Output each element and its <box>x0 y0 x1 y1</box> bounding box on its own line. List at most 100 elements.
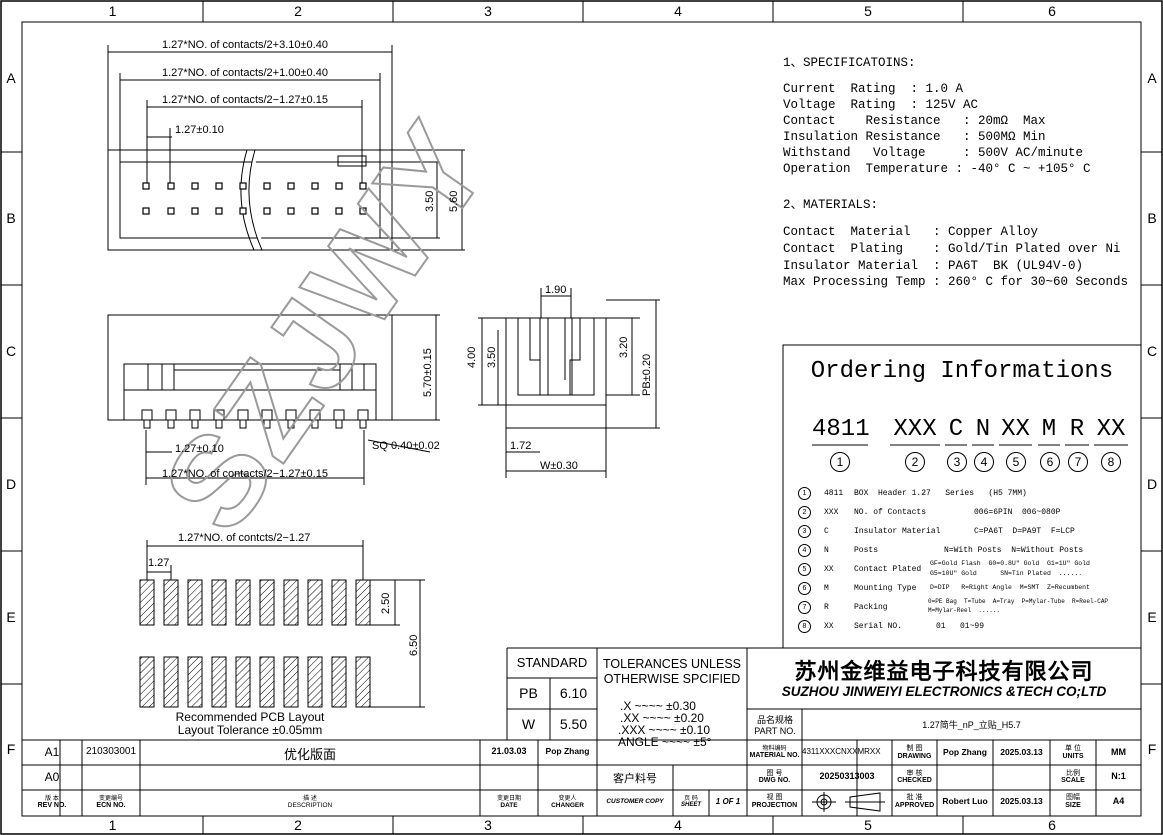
dim-top-h1: 3.50 <box>424 190 436 212</box>
drawing-label: DRAWING <box>897 753 932 760</box>
order-row-code: N <box>824 546 829 555</box>
grid-row-b-right: B <box>1147 210 1157 226</box>
units-label-cn: 单 位 <box>1065 745 1081 752</box>
changer-header: CHANGER <box>551 802 584 809</box>
order-code: C <box>948 416 964 443</box>
desc-header: DESCRIPTION <box>287 802 333 809</box>
order-row-desc: GF=Gold Flash G0=0.8U" Gold G1=1U" Gold <box>930 560 1090 567</box>
grid-row-d-right: D <box>1146 476 1158 492</box>
dim-top-h2: 5.60 <box>448 190 460 212</box>
grid-col-5-bottom: 5 <box>864 817 872 833</box>
grid-row-e-right: E <box>1147 609 1157 625</box>
tolerance-title-2: OTHERWISE SPCIFIED <box>603 672 741 686</box>
order-row-name: Insulator Material <box>854 527 941 536</box>
order-row-name: Mounting Type <box>854 584 917 593</box>
grid-col-1: 1 <box>108 3 117 19</box>
order-row-desc: 0=PE Bag T=Tube A=Tray P=Mylar-Tube R=Re… <box>928 598 1109 605</box>
approved-label: APPROVED <box>894 802 935 809</box>
rev-desc: 优化版面 <box>283 747 336 762</box>
order-row-name: Posts <box>854 546 879 555</box>
dwg-label-cn: 图 号 <box>766 770 783 777</box>
dim-top-inner: 1.27*NO. of contacts/2+1.00±0.40 <box>162 67 328 79</box>
spec-title-2: 2、MATERIALS: <box>783 198 879 212</box>
order-row-code: M <box>824 584 829 593</box>
order-num: 5 <box>1006 452 1026 472</box>
tolerance-line: .X ~~~~ ±0.30 <box>620 699 696 713</box>
order-row-code: XX <box>824 622 834 631</box>
customer-copy-label: CUSTOMER COPY <box>606 798 664 805</box>
approved-label-cn: 批 准 <box>906 794 923 801</box>
order-row-name: NO. of Contacts <box>854 508 927 517</box>
order-row-name: Serial NO. <box>854 622 903 631</box>
dim-front-pitch: 1.27±0.10 <box>175 443 224 455</box>
order-num: 1 <box>830 452 850 472</box>
size-label: SIZE <box>1065 802 1081 809</box>
grid-col-2-bottom: 2 <box>294 817 302 833</box>
tolerance-line: .XXX ~~~~ ±0.10 <box>618 723 710 737</box>
rev-no: A0 <box>44 770 60 784</box>
grid-row-a-right: A <box>1147 70 1157 86</box>
approved-date: 2025.03.13 <box>1000 796 1043 806</box>
checked-label-cn: 审 核 <box>906 770 923 777</box>
order-row-code: XXX <box>824 508 839 517</box>
drawing-label-cn: 制 图 <box>906 745 923 752</box>
spec-line: Operation Temperature : -40° C ~ +105° C <box>783 162 1091 176</box>
scale-label-cn: 比例 <box>1066 770 1080 777</box>
tolerance-line: ANGLE ~~~~ ±5° <box>618 735 712 749</box>
approved-name: Robert Luo <box>942 796 988 806</box>
ecn-header: ECN NO. <box>96 802 126 809</box>
order-code: XX <box>1096 416 1126 443</box>
order-row-num: 3 <box>798 525 811 538</box>
order-row-code: C <box>824 527 829 536</box>
part-no-label-cn: 品名规格 <box>756 715 793 725</box>
order-num: 7 <box>1068 452 1088 472</box>
order-row-desc: C=PA6T D=PA9T F=LCP <box>974 527 1075 536</box>
material-label: MATERIAL NO. <box>749 752 800 759</box>
projection-symbol <box>812 792 885 812</box>
dim-top-pitch: 1.27±0.10 <box>175 124 224 136</box>
order-row-num: 1 <box>798 487 811 500</box>
standard-title: STANDARD <box>516 655 588 670</box>
dim-top-pins: 1.27*NO. of contacts/2−1.27±0.15 <box>162 94 328 106</box>
grid-col-4: 4 <box>674 3 682 19</box>
scale-label: SCALE <box>1061 777 1085 784</box>
dim-pcb-h1: 2.50 <box>380 592 392 614</box>
order-row-desc-2: G5=10U" Gold SN=Tin Plated ...... <box>930 570 1083 577</box>
order-row-num: 6 <box>798 582 811 595</box>
sheet-label-cn: 页 码 <box>684 796 698 802</box>
dwg-label: DWG NO. <box>758 777 791 784</box>
projection-label-cn: 视 图 <box>766 794 783 801</box>
order-num: 3 <box>947 452 967 472</box>
part-no-value: 1.27简牛_nP_立贴_H5.7 <box>922 720 1021 730</box>
units-label: UNITS <box>1062 753 1084 760</box>
grid-col-6-bottom: 6 <box>1048 817 1056 833</box>
pcb-caption-2: Layout Tolerance ±0.05mm <box>177 723 323 737</box>
sheet-value: 1 OF 1 <box>715 797 741 806</box>
sheet-label: SHEET <box>680 802 701 808</box>
grid-col-6: 6 <box>1048 3 1056 19</box>
material-line: Contact Plating : Gold/Tin Plated over N… <box>783 242 1121 256</box>
order-code: N <box>975 416 991 443</box>
size-value: A4 <box>1112 796 1125 806</box>
grid-row-e: E <box>6 609 16 625</box>
grid-col-5: 5 <box>864 3 872 19</box>
dim-pcb-h2: 6.50 <box>408 634 420 656</box>
order-row-desc: N=With Posts N=Without Posts <box>944 546 1084 555</box>
checked-label: CHECKED <box>897 777 932 784</box>
order-row-name: Contact Plated <box>854 565 922 574</box>
order-row-desc: D=DIP R=Right Angle M=SMT Z=Recumbent <box>930 584 1090 591</box>
pcb-caption-1: Recommended PCB Layout <box>175 710 325 724</box>
spec-line: Withstand Voltage : 500V AC/minute <box>783 146 1084 160</box>
order-code: M <box>1041 416 1057 443</box>
order-num: 4 <box>974 452 994 472</box>
dim-side-h1: 4.00 <box>466 346 478 368</box>
grid-col-2: 2 <box>294 3 302 19</box>
scale-value: N:1 <box>1111 771 1126 781</box>
projection-label: PROJECTION <box>751 802 798 809</box>
order-row-num: 7 <box>798 601 811 614</box>
grid-col-3: 3 <box>484 3 492 19</box>
material-line: Contact Material : Copper Alloy <box>783 225 1039 239</box>
rev-header-cn: 版 本 <box>45 796 59 802</box>
order-row-name: Packing <box>854 603 888 612</box>
